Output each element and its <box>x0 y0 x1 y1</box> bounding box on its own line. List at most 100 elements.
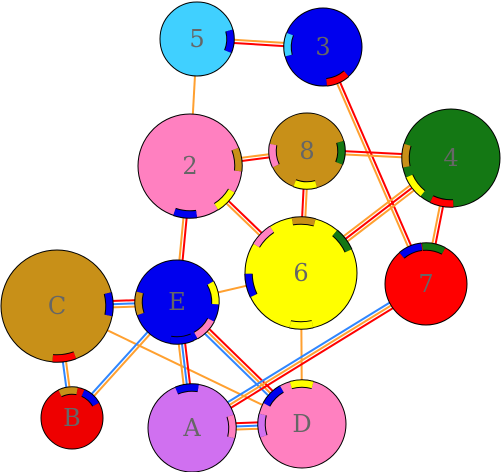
node-label-5: 5 <box>189 25 204 53</box>
edge-strand-8-4-0 <box>342 150 405 156</box>
port-6-D <box>289 321 314 329</box>
port-3-5 <box>284 32 294 57</box>
port-A-E <box>175 384 199 394</box>
edge-strand-C-E-0 <box>110 299 137 303</box>
edge-4-7 <box>431 203 445 247</box>
node-label-C: C <box>48 292 66 320</box>
edge-strand-E-B-0 <box>91 332 153 399</box>
edge-strand-2-E-1 <box>178 215 185 263</box>
edge-strand-3-7-0 <box>338 79 413 248</box>
port-A-D <box>227 414 236 439</box>
edge-strand-7-A-0 <box>228 306 395 410</box>
edge-strand-E-A-0 <box>183 341 192 387</box>
node-label-4: 4 <box>443 144 458 172</box>
port-B-E <box>81 389 99 407</box>
port-8-6 <box>293 180 317 189</box>
node-label-D: D <box>292 410 311 438</box>
edge-strand-2-8-0 <box>239 152 272 160</box>
edge-5-2 <box>191 73 197 117</box>
edge-2-8 <box>239 152 272 163</box>
port-4-7 <box>430 196 454 207</box>
node-label-7: 7 <box>418 270 433 298</box>
port-7-4 <box>422 243 446 254</box>
edge-strand-E-A-2 <box>177 341 185 387</box>
port-C-B <box>52 352 76 362</box>
port-B-C <box>58 387 78 397</box>
edge-strand-5-2-0 <box>191 73 197 117</box>
edge-strand-E-A-1 <box>180 341 189 387</box>
ports-layer <box>52 29 454 439</box>
edge-strand-4-7-1 <box>431 203 442 246</box>
node-label-8: 8 <box>299 137 314 165</box>
edge-strand-E-B-1 <box>89 329 150 397</box>
edge-strand-E-D-1 <box>204 329 273 396</box>
edge-C-E <box>110 299 138 309</box>
node-label-2: 2 <box>182 152 197 180</box>
port-D-E <box>263 386 284 407</box>
edge-strand-A-D-1 <box>233 424 261 428</box>
node-label-3: 3 <box>315 33 330 61</box>
edge-strand-3-7-1 <box>335 81 410 250</box>
edge-strand-C-E-2 <box>111 305 138 309</box>
node-label-B: B <box>63 404 81 432</box>
edge-strand-8-6-0 <box>304 186 308 220</box>
edge-strand-A-D-0 <box>233 421 260 425</box>
edge-5-3 <box>231 38 287 48</box>
edge-strand-8-6-1 <box>301 186 305 220</box>
edge-strand-E-6-0 <box>215 284 249 294</box>
port-7-3 <box>399 243 423 258</box>
edge-E-A <box>177 341 192 387</box>
port-6-8 <box>291 217 316 226</box>
port-E-D <box>194 318 214 339</box>
edge-strand-4-6-1 <box>343 185 415 241</box>
port-4-6 <box>406 174 425 197</box>
edge-8-6 <box>301 186 308 220</box>
edge-2-E <box>178 215 188 263</box>
port-2-E <box>173 208 197 218</box>
edge-4-6 <box>341 183 417 244</box>
port-C-E <box>104 292 113 317</box>
node-label-A: A <box>182 414 201 442</box>
labels-layer: 5 3 2 8 4 6 7C E B A D <box>48 25 459 442</box>
edge-strand-2-6-1 <box>224 201 262 238</box>
port-3-7 <box>326 71 349 86</box>
port-E-C <box>135 291 144 316</box>
edges-layer <box>61 38 445 431</box>
edge-E-6 <box>215 284 249 294</box>
edge-strand-2-E-0 <box>181 215 188 263</box>
edge-strand-5-3-0 <box>231 38 287 45</box>
port-D-A <box>258 413 267 438</box>
port-8-2 <box>269 143 279 168</box>
edge-3-7 <box>335 79 413 250</box>
edge-A-D <box>233 421 261 431</box>
edge-strand-5-3-1 <box>231 41 287 48</box>
edge-8-4 <box>342 150 405 159</box>
edge-C-B <box>61 359 71 390</box>
edge-7-A <box>225 300 395 410</box>
node-label-E: E <box>168 288 186 316</box>
port-5-3 <box>224 29 234 53</box>
port-8-4 <box>336 141 345 165</box>
port-E-A <box>170 334 194 344</box>
port-D-6 <box>289 380 314 389</box>
edge-E-B <box>89 329 153 399</box>
edge-strand-4-6-2 <box>341 183 413 239</box>
edge-strand-2-6-0 <box>226 198 264 236</box>
edge-strand-4-7-0 <box>434 204 445 247</box>
edge-strand-8-4-1 <box>342 153 405 159</box>
port-6-2 <box>253 226 274 248</box>
edge-strand-2-8-1 <box>239 156 272 163</box>
port-2-6 <box>214 188 235 210</box>
edge-2-6 <box>224 198 264 238</box>
port-6-E <box>245 273 257 297</box>
edge-strand-4-6-0 <box>345 188 417 244</box>
edge-strand-C-B-0 <box>64 359 71 390</box>
node-label-6: 6 <box>293 259 308 287</box>
edge-strand-C-E-1 <box>110 302 138 306</box>
edge-strand-7-A-2 <box>225 300 392 405</box>
port-4-8 <box>402 143 411 168</box>
port-2-8 <box>232 147 242 172</box>
port-E-6 <box>207 281 219 305</box>
edge-strand-C-B-1 <box>61 359 68 390</box>
